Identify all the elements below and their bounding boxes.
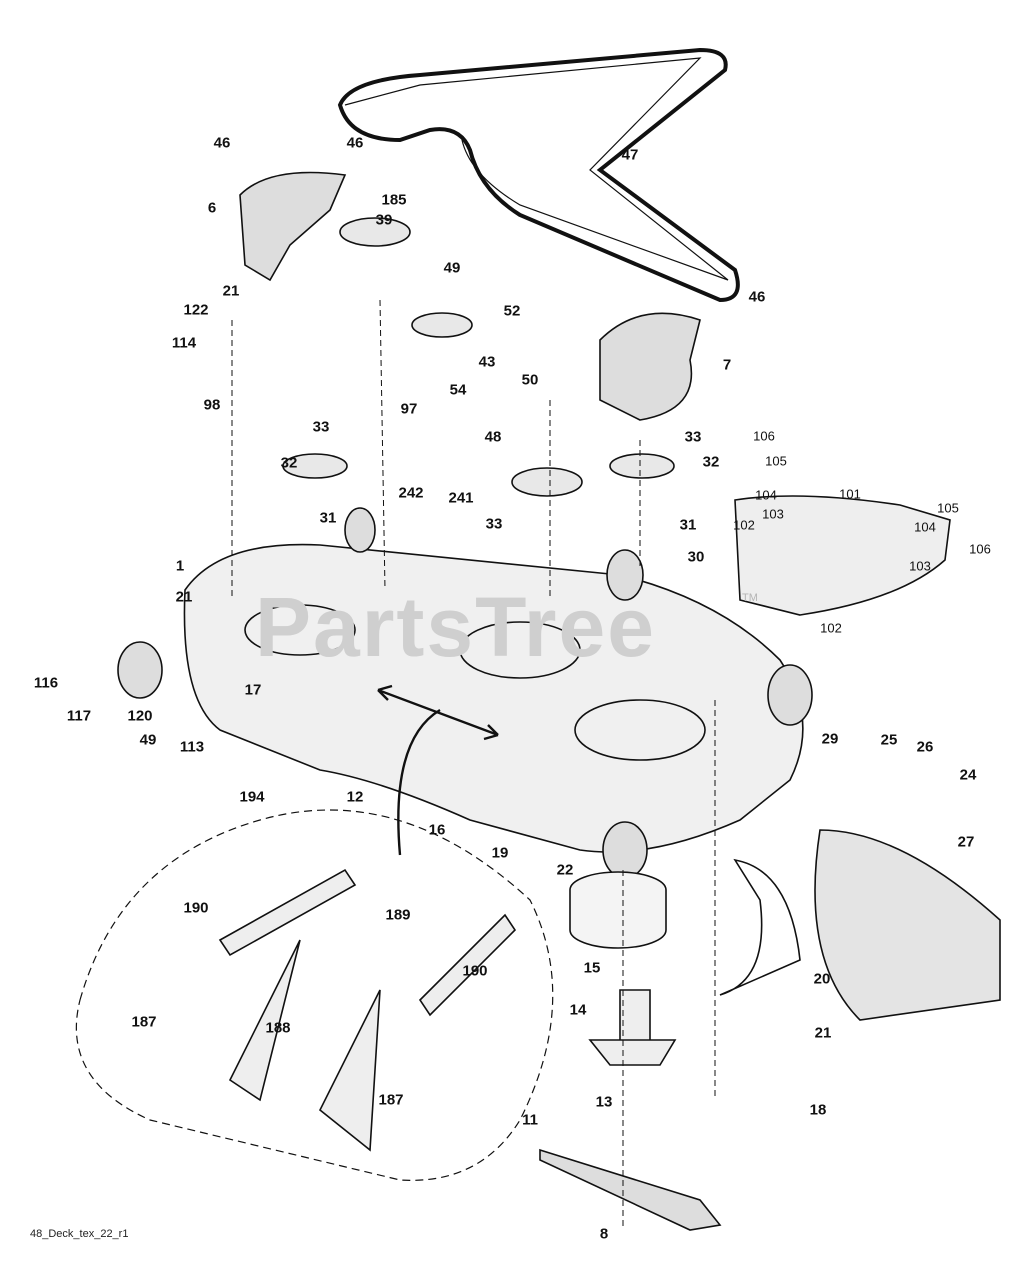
part-number-label: 11 — [522, 1111, 538, 1129]
part-number-label: 47 — [621, 146, 639, 164]
spindle-housing — [588, 989, 677, 1066]
part-number-label: 105 — [937, 500, 959, 516]
part-number-label: 49 — [139, 731, 157, 749]
part-number-label: 98 — [203, 396, 221, 414]
part-number-label: 120 — [127, 707, 153, 725]
part-number-label: 21 — [814, 1024, 832, 1042]
part-number-label: 30 — [687, 548, 705, 566]
part-number-label: 104 — [755, 487, 777, 503]
part-number-label: 25 — [880, 731, 898, 749]
part-number-label: 32 — [280, 454, 298, 472]
part-number-label: 17 — [244, 681, 262, 699]
part-number-label: 104 — [914, 519, 936, 535]
drive-belt — [337, 47, 740, 303]
part-number-label: 33 — [312, 418, 330, 436]
part-number-label: 39 — [375, 211, 393, 229]
bearing-ring — [569, 871, 667, 949]
part-number-label: 6 — [207, 199, 217, 217]
part-number-label: 21 — [175, 588, 193, 606]
part-number-label: 31 — [679, 516, 697, 534]
mower-deck — [183, 543, 804, 853]
mower-blade — [539, 1148, 722, 1231]
part-number-label: 185 — [381, 191, 407, 209]
part-number-label: 46 — [346, 134, 364, 152]
part-number-label: 54 — [449, 381, 467, 399]
part-number-label: 7 — [722, 356, 732, 374]
part-number-label: 187 — [131, 1013, 157, 1031]
part-number-label: 241 — [448, 489, 474, 507]
part-number-label: 103 — [909, 558, 931, 574]
part-number-label: 106 — [969, 541, 991, 557]
part-number-label: 48 — [484, 428, 502, 446]
part-number-label: 102 — [820, 620, 842, 636]
part-number-label: 188 — [265, 1019, 291, 1037]
part-number-label: 117 — [66, 707, 92, 725]
part-number-label: 32 — [702, 453, 720, 471]
part-number-label: 43 — [478, 353, 496, 371]
footer-code: 48_Deck_tex_22_r1 — [30, 1228, 129, 1240]
part-number-label: 15 — [583, 959, 601, 977]
part-number-label: 46 — [213, 134, 231, 152]
part-number-label: 190 — [183, 899, 209, 917]
part-number-label: 13 — [595, 1093, 613, 1111]
part-number-label: 31 — [319, 509, 337, 527]
part-number-label: 102 — [733, 517, 755, 533]
gauge-wheels — [117, 507, 813, 879]
part-number-label: 21 — [222, 282, 240, 300]
part-number-label: 114 — [171, 334, 197, 352]
part-number-label: 194 — [239, 788, 265, 806]
mulch-plate — [719, 858, 801, 996]
grass-deflector — [734, 495, 951, 616]
part-number-label: 101 — [839, 486, 861, 502]
part-number-label: 18 — [809, 1101, 827, 1119]
part-number-label: 26 — [916, 738, 934, 756]
discharge-chute — [814, 829, 1001, 1021]
part-number-label: 50 — [521, 371, 539, 389]
belt-cover-left — [239, 171, 347, 282]
part-number-label: 49 — [443, 259, 461, 277]
part-number-label: 113 — [179, 738, 205, 756]
part-number-label: 122 — [183, 301, 209, 319]
part-number-label: 8 — [599, 1225, 609, 1243]
optional-parts-outline — [75, 809, 554, 1181]
part-number-label: 242 — [398, 484, 424, 502]
part-number-label: 24 — [959, 766, 977, 784]
part-number-label: 12 — [346, 788, 364, 806]
part-number-label: 97 — [400, 400, 418, 418]
part-number-label: 106 — [753, 428, 775, 444]
part-number-label: 187 — [378, 1091, 404, 1109]
part-number-label: 33 — [485, 515, 503, 533]
part-number-label: 20 — [813, 970, 831, 988]
belt-cover-right — [599, 312, 701, 421]
watermark: PartsTree — [255, 580, 656, 674]
part-number-label: 29 — [821, 730, 839, 748]
part-number-label: 103 — [762, 506, 784, 522]
part-number-label: 19 — [491, 844, 509, 862]
part-number-label: 1 — [175, 557, 185, 575]
part-number-label: 22 — [556, 861, 574, 879]
watermark-tm: TM — [742, 592, 758, 604]
part-number-label: 46 — [748, 288, 766, 306]
part-number-label: 27 — [957, 833, 975, 851]
part-number-label: 14 — [569, 1001, 587, 1019]
part-number-label: 189 — [385, 906, 411, 924]
part-number-label: 33 — [684, 428, 702, 446]
pulleys — [282, 217, 675, 623]
part-number-label: 16 — [428, 821, 446, 839]
part-number-label: 116 — [33, 674, 59, 692]
part-number-label: 105 — [765, 453, 787, 469]
lift-arm — [218, 868, 517, 1152]
part-number-label: 52 — [503, 302, 521, 320]
part-number-label: 190 — [462, 962, 488, 980]
